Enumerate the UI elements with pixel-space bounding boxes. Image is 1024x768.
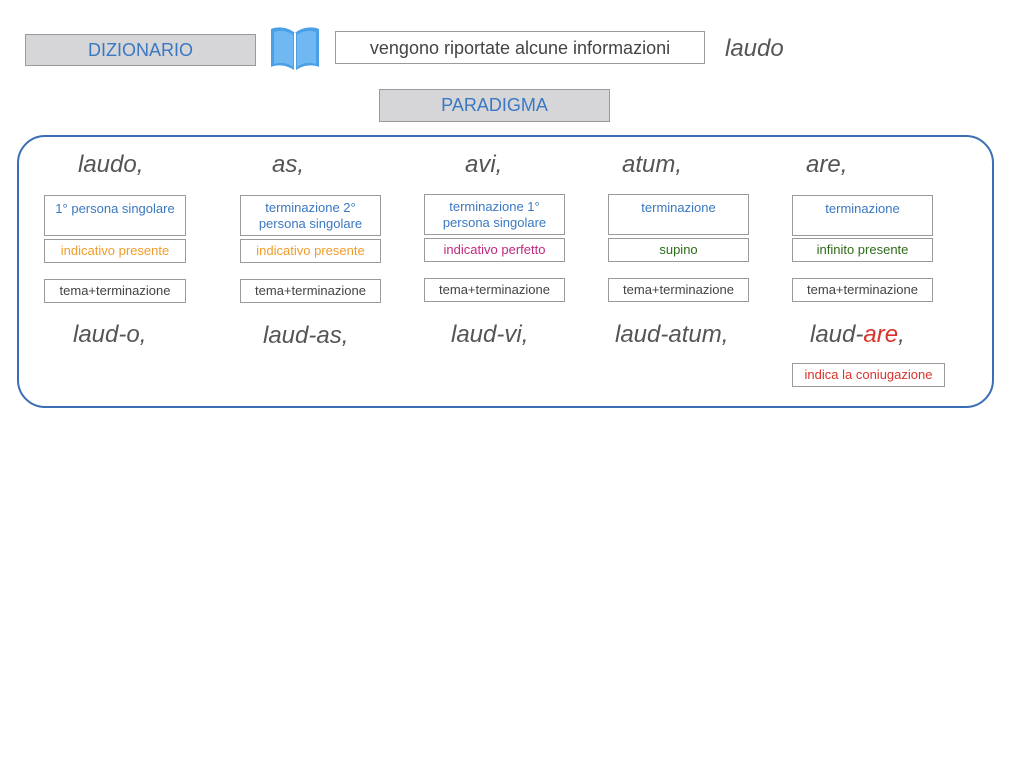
dizionario-label: DIZIONARIO: [25, 34, 256, 66]
paradigm-panel: [17, 135, 994, 408]
info-box: vengono riportate alcune informazioni: [335, 31, 705, 64]
form-atum: atum,: [622, 151, 683, 178]
split-laud-as: laud-as,: [263, 322, 349, 349]
paradigma-label: PARADIGMA: [379, 89, 610, 122]
meaning-box-5: terminazione: [792, 195, 933, 236]
split-stem: laud-: [810, 321, 864, 348]
form-laudo: laudo,: [78, 151, 144, 178]
headword: laudo: [725, 35, 784, 62]
form-avi: avi,: [465, 151, 503, 178]
structure-box-2: tema+terminazione: [240, 279, 381, 303]
structure-box-5: tema+terminazione: [792, 278, 933, 302]
split-laud-vi: laud-vi,: [451, 321, 529, 348]
split-laud-atum: laud-atum,: [615, 321, 729, 348]
meaning-box-1: 1° persona singolare: [44, 195, 186, 236]
split-comma: ,: [898, 321, 905, 348]
detail-box-2: indicativo presente: [240, 239, 381, 263]
structure-box-4: tema+terminazione: [608, 278, 749, 302]
form-as: as,: [272, 151, 305, 178]
meaning-box-2: terminazione 2° persona singolare: [240, 195, 381, 236]
detail-box-1: indicativo presente: [44, 239, 186, 263]
detail-box-4: supino: [608, 238, 749, 262]
form-are: are,: [806, 151, 848, 178]
open-book-icon: [268, 23, 322, 73]
detail-box-3: indicativo perfetto: [424, 238, 565, 262]
split-ending-are: are: [863, 321, 899, 348]
meaning-box-3: terminazione 1° persona singolare: [424, 194, 565, 235]
structure-box-3: tema+terminazione: [424, 278, 565, 302]
detail-box-5: infinito presente: [792, 238, 933, 262]
split-laud-o: laud-o,: [73, 321, 147, 348]
structure-box-1: tema+terminazione: [44, 279, 186, 303]
meaning-box-4: terminazione: [608, 194, 749, 235]
conjugation-note-box: indica la coniugazione: [792, 363, 945, 387]
split-laud-are: laud-are,: [810, 321, 905, 349]
